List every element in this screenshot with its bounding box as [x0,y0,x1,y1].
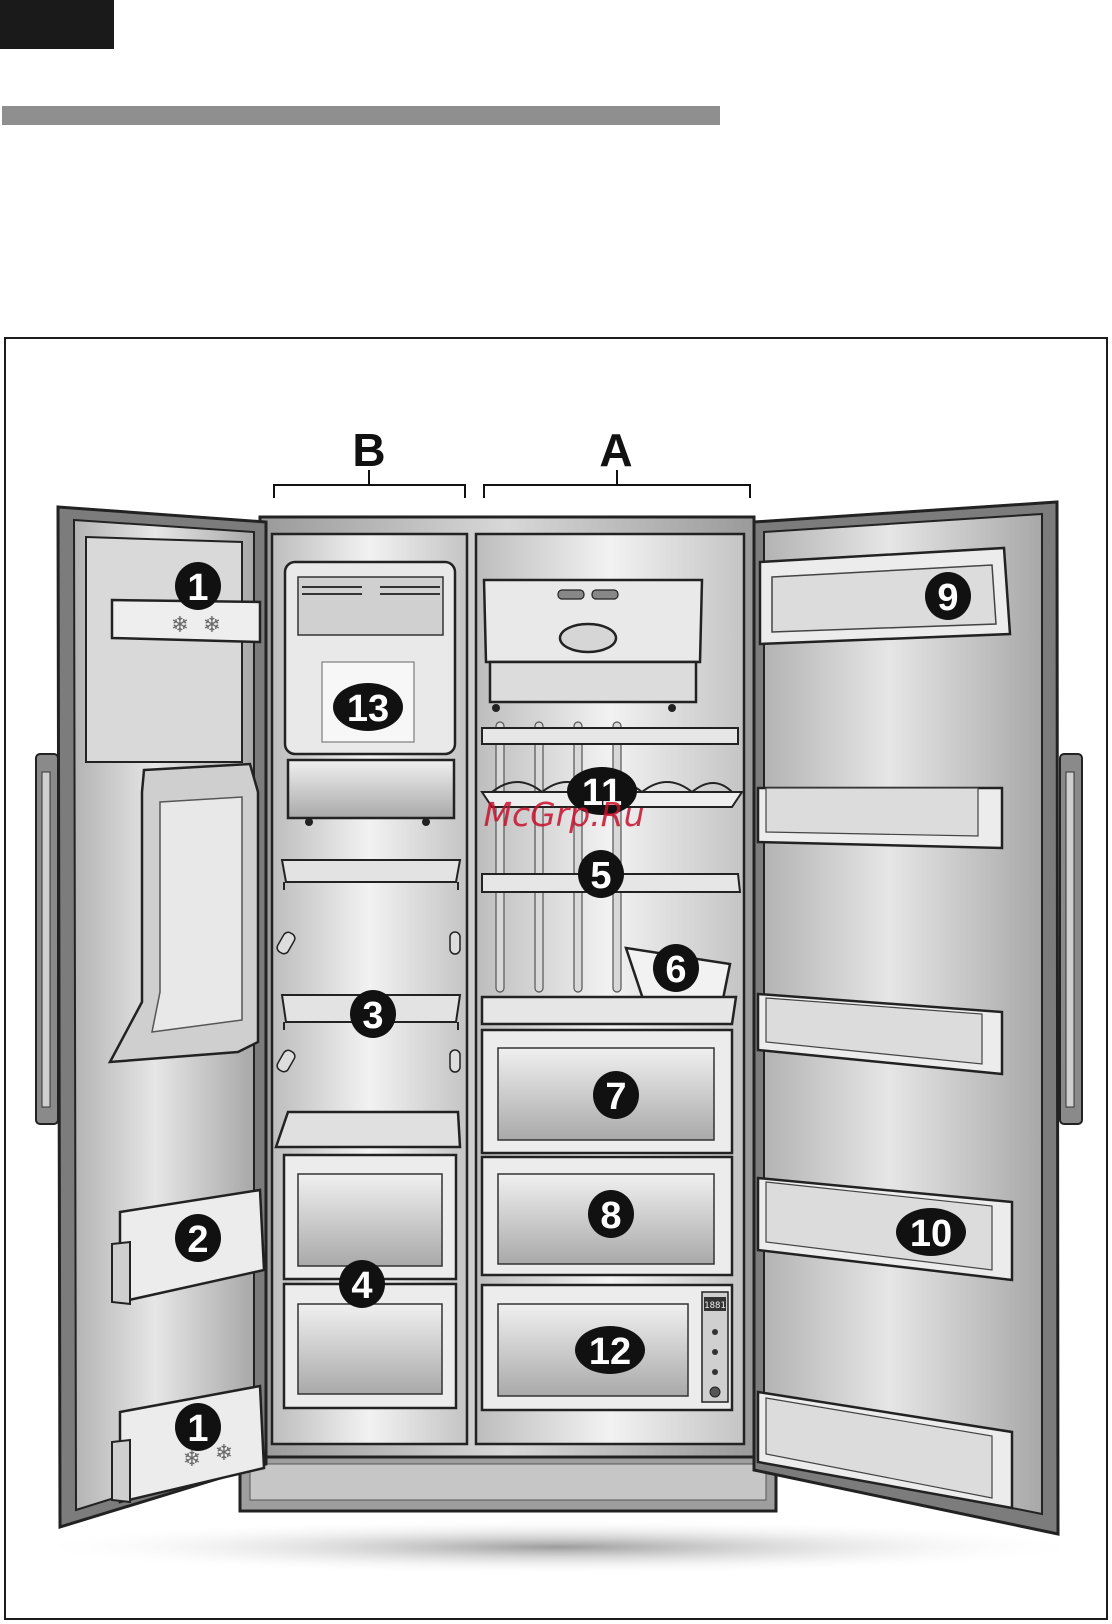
callout-6: 6 [653,944,699,992]
fridge-light-unit [484,580,702,712]
refrigerator-figure: B A [4,337,1108,1620]
freezer-door: ❄ ❄ ❄ ❄ [58,507,266,1527]
fridge-door-shelf-upper [758,788,1002,848]
callout-7: 7 [593,1071,639,1119]
freezer-drawer-upper [284,1155,456,1279]
svg-text:4: 4 [351,1265,372,1307]
svg-text:5: 5 [590,855,611,897]
callout-12: 12 [575,1326,645,1374]
callout-10: 10 [896,1208,966,1256]
svg-text:6: 6 [665,949,686,991]
section-a-bracket: A [484,424,750,498]
freezer-compartment [272,534,467,1444]
section-heading-rule [2,106,720,125]
callout-9: 9 [925,572,971,620]
svg-text:1: 1 [187,1408,208,1450]
section-b-bracket: B [274,424,465,498]
callout-13: 13 [333,683,403,731]
svg-text:3: 3 [362,995,383,1037]
callout-5: 5 [578,850,624,898]
section-a-label: A [599,424,632,476]
refrigerator-illustration: B A [6,339,1108,1620]
svg-text:❄: ❄ [203,613,221,638]
svg-text:13: 13 [347,688,389,730]
svg-text:1: 1 [187,567,208,609]
callout-1-top: 1 [175,562,221,610]
callout-8: 8 [588,1190,634,1238]
callout-3: 3 [350,990,396,1038]
chiller-button [712,1329,718,1335]
fridge-door [754,502,1058,1534]
crisper-cover-shelf [482,997,736,1024]
left-door-handle [36,754,58,1124]
dairy-compartment-9 [760,548,1010,644]
section-b-label: B [352,424,385,476]
chiller-button [712,1349,718,1355]
watermark-text: McGrp.Ru [483,795,644,834]
fridge-compartment: 1881 [476,534,744,1444]
callout-4: 4 [339,1260,385,1308]
right-door-handle [1060,754,1082,1124]
callout-1-bottom: 1 [175,1403,221,1451]
chiller-button [712,1369,718,1375]
page-corner-tab [0,0,114,49]
svg-text:❄: ❄ [215,1441,233,1466]
svg-text:8: 8 [600,1195,621,1237]
chiller-display-readout: 1881 [704,1301,726,1311]
floor-shadow [23,1519,1093,1575]
fridge-shelf-top [482,728,738,744]
svg-text:10: 10 [910,1213,952,1255]
svg-text:7: 7 [605,1076,626,1118]
chiller-knob [710,1387,720,1397]
callout-2: 2 [175,1214,221,1262]
ice-bucket [288,760,454,826]
svg-text:12: 12 [589,1331,631,1373]
svg-text:9: 9 [937,577,958,619]
svg-text:❄: ❄ [171,613,189,638]
freezer-drawer-shelf [276,1112,460,1147]
svg-text:2: 2 [187,1219,208,1261]
